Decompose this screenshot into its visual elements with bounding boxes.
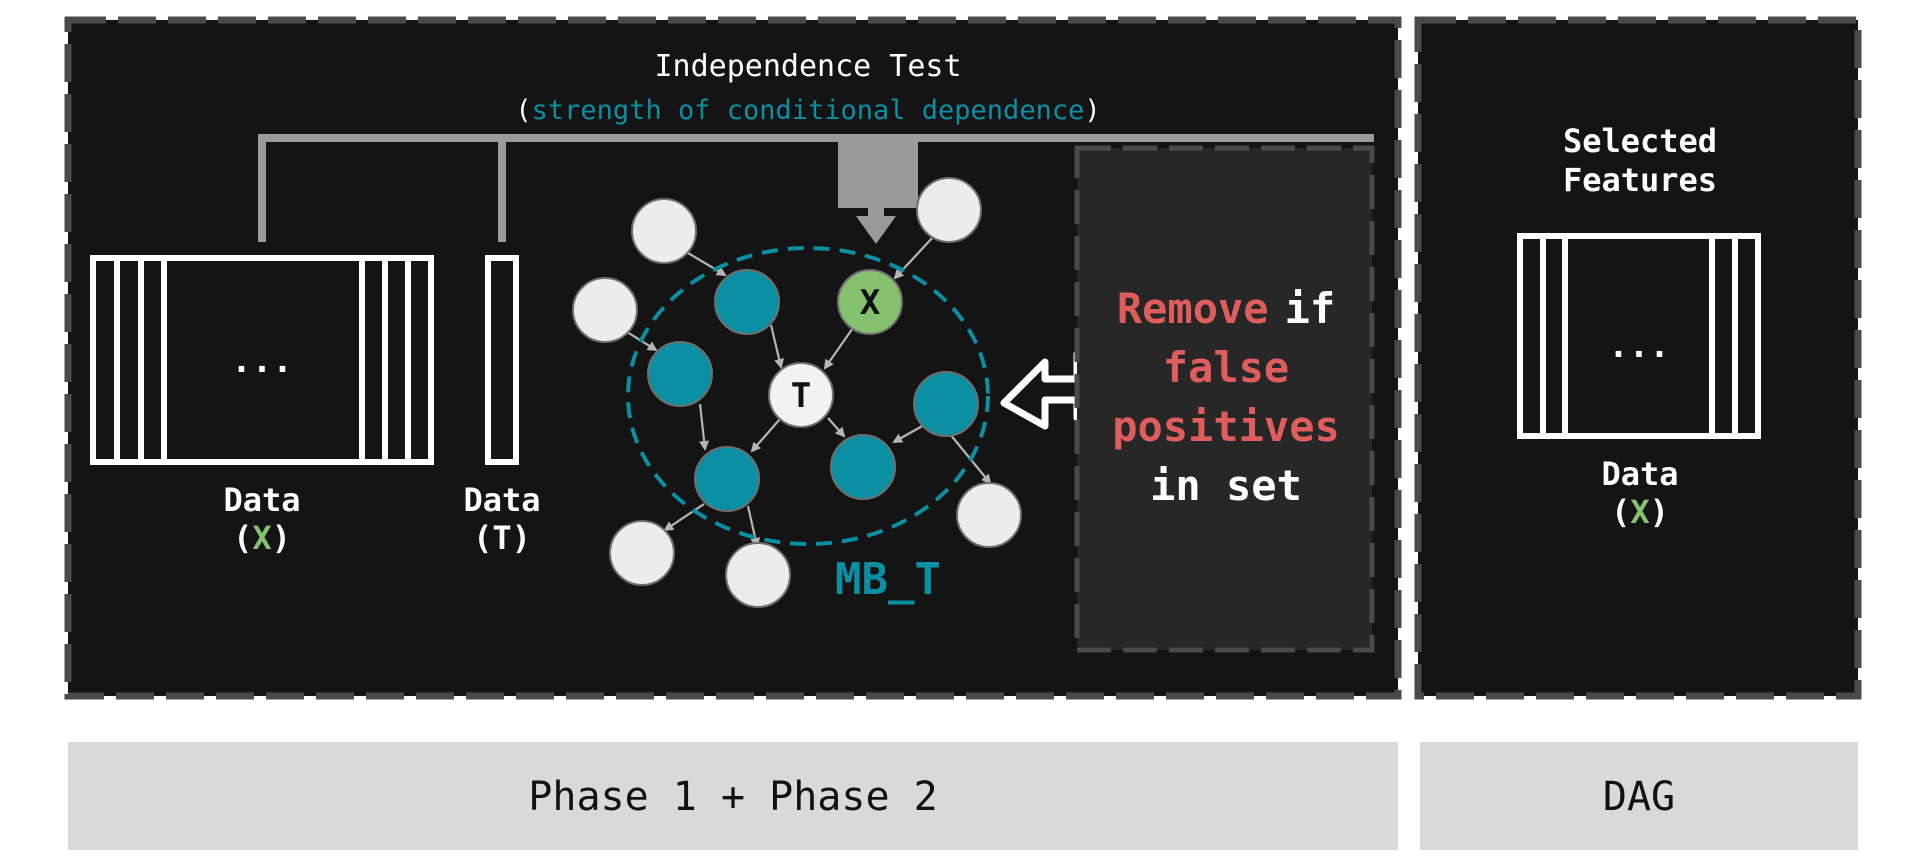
connector-drop-data-x: [258, 134, 266, 242]
selected-title-line1: Selected: [1563, 122, 1717, 160]
node-t: [768, 362, 834, 428]
data-x-var: X: [252, 519, 271, 557]
left-panel-border: [64, 16, 1402, 700]
data-x-paren-open: (: [233, 519, 252, 557]
node-markov-blanket: [694, 446, 760, 512]
phase-bar-left: [68, 742, 1398, 850]
data-x-paren-close: ): [272, 519, 291, 557]
selected-data-matrix: ...: [1517, 233, 1761, 439]
node-child: [609, 520, 675, 586]
edge: [892, 424, 925, 443]
edge: [827, 417, 846, 438]
phase-label-right: DAG: [1603, 774, 1675, 820]
removal-line1: Remove if: [1117, 284, 1335, 333]
edge: [663, 503, 705, 532]
removal-line2: false: [1163, 343, 1289, 392]
subtitle-paren-open: (: [515, 95, 531, 126]
edge: [698, 403, 710, 451]
removal-line1-white: if: [1285, 284, 1336, 333]
data-t-column: [485, 255, 519, 465]
phase-bar-right: [1420, 742, 1858, 850]
subtitle-paren-close: ): [1084, 95, 1100, 126]
test-connector: [258, 134, 1374, 244]
node-markov-blanket: [647, 341, 713, 407]
connector-bar: [258, 134, 1374, 142]
subtitle-text: strength of conditional dependence: [532, 95, 1085, 126]
edge: [750, 418, 781, 453]
connector-drop-data-t: [498, 134, 506, 242]
edge: [746, 505, 761, 548]
selected-var: X: [1630, 493, 1649, 531]
graph-nodes: [572, 177, 1022, 608]
node-x: [837, 269, 903, 335]
data-x-label-line1: Data: [223, 481, 300, 519]
node-markov-blanket: [714, 269, 780, 335]
connector-stem: [868, 206, 884, 218]
data-x-label-line2: (X): [233, 519, 291, 557]
data-t-label-line1: Data: [463, 481, 540, 519]
independence-test-subtitle: (strength of conditional dependence): [515, 95, 1100, 126]
connector-block: [838, 138, 918, 208]
edge: [769, 324, 785, 369]
selected-data-label-line1: Data: [1601, 455, 1678, 493]
independence-test-title: Independence Test: [654, 49, 961, 84]
removal-line1-red: Remove: [1117, 284, 1269, 333]
node-child: [956, 482, 1022, 548]
removal-line3: positives: [1112, 402, 1340, 451]
phase-label-left: Phase 1 + Phase 2: [528, 774, 937, 820]
markov-blanket-boundary: [626, 246, 990, 546]
data-x-ellipsis: ...: [231, 341, 292, 381]
right-panel-border: [1414, 16, 1862, 700]
edge: [687, 252, 727, 277]
markov-blanket-label: MB_T: [835, 554, 941, 605]
node-markov-blanket: [913, 371, 979, 437]
removal-line4: in set: [1150, 461, 1302, 510]
node-x-label: X: [860, 283, 881, 323]
selected-paren-close: ): [1650, 493, 1669, 531]
selected-matrix-frame: [1517, 233, 1761, 439]
removal-box-border: [1074, 145, 1375, 653]
connector-arrow-down: [856, 216, 896, 244]
node-parent-of-x: [916, 177, 982, 243]
selected-matrix-ellipsis: ...: [1608, 326, 1669, 366]
edge: [823, 324, 856, 370]
node-parent-of-mb: [572, 277, 638, 343]
data-t-label-line2: (T): [473, 519, 531, 557]
node-markov-blanket: [830, 434, 896, 500]
data-x-frame: [90, 255, 434, 465]
selected-paren-open: (: [1611, 493, 1630, 531]
phase-panel-right: [1414, 16, 1862, 700]
node-child: [725, 542, 791, 608]
right-panel-bg: [1418, 20, 1858, 696]
data-x-matrix: ...: [90, 255, 434, 465]
selected-data-label-line2: (X): [1611, 493, 1669, 531]
node-parent-of-mb: [631, 198, 697, 264]
node-t-label: T: [791, 376, 811, 416]
selected-title-line2: Features: [1563, 161, 1717, 199]
removal-box-bg: [1077, 148, 1372, 650]
